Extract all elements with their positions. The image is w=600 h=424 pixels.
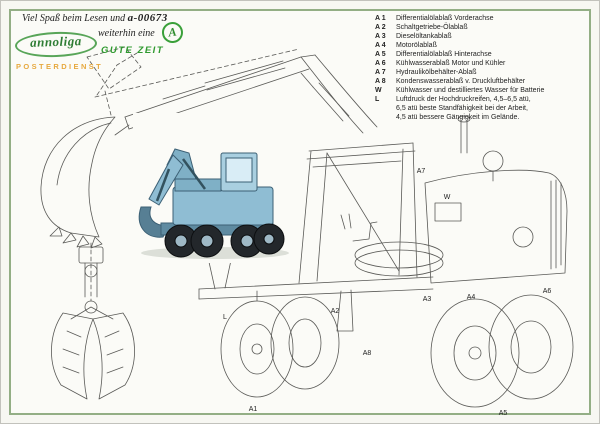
cab-frame xyxy=(298,142,418,284)
boom-motion-dashed-lines xyxy=(86,46,300,116)
photo-body xyxy=(172,186,274,226)
photo-wheels xyxy=(164,223,285,258)
marker-a2: A2 xyxy=(331,308,340,315)
exhaust-pipe xyxy=(460,120,468,154)
filler-cap xyxy=(512,226,534,248)
marker-a8: A8 xyxy=(363,350,372,357)
marker-a3: A3 xyxy=(423,296,432,303)
bucket xyxy=(40,116,116,249)
marker-a4: A4 xyxy=(467,294,476,301)
rear-wheels xyxy=(430,294,574,408)
green-frame xyxy=(9,9,591,415)
grab-detail xyxy=(51,242,135,400)
part-markers: A1 A2 A3 A4 A5 A6 A7 A8 W L xyxy=(223,168,551,417)
marker-a6: A6 xyxy=(543,288,552,295)
marker-a5: A5 xyxy=(499,410,508,417)
marker-w: W xyxy=(444,194,451,201)
marker-a7: A7 xyxy=(417,168,426,175)
battery-box xyxy=(434,202,462,222)
air-cleaner xyxy=(482,150,504,172)
boom-assembly xyxy=(114,54,378,136)
color-excavator-photo xyxy=(133,113,291,263)
photo-cab-window xyxy=(225,157,253,183)
front-wheels xyxy=(220,290,340,398)
marker-a1: A1 xyxy=(249,406,258,413)
photo-cylinders xyxy=(155,158,207,202)
engine-compartment xyxy=(424,115,568,284)
marker-l: L xyxy=(223,314,227,321)
